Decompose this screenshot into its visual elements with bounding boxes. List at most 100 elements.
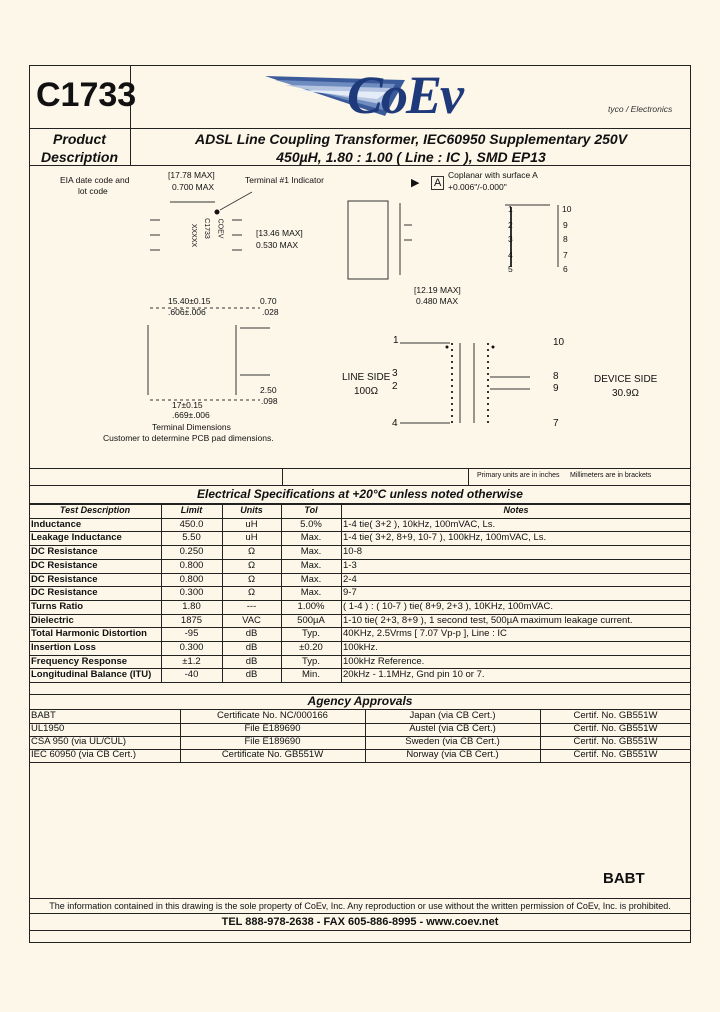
side-pin-9: 9 [563, 220, 568, 230]
spec-test-name: DC Resistance [31, 587, 98, 599]
spec-value: 1.00% [297, 600, 325, 612]
agency-name: Austel (via CB Cert.) [409, 723, 496, 734]
description-label: Description [40, 149, 118, 165]
pad-a-in: .028 [262, 307, 279, 317]
dim-top-mm: [17.78 MAX] [168, 170, 215, 180]
specs-row-rule [29, 517, 691, 519]
copyright-notice: The information contained in this drawin… [49, 901, 671, 911]
spec-notes: 10-8 [343, 546, 363, 558]
side-pin-5: 5 [508, 264, 513, 274]
side-pin-3: 3 [508, 234, 513, 244]
marking-part: C1733 [202, 218, 210, 239]
spec-value: -95 [184, 628, 199, 640]
units-rule-bottom [29, 485, 691, 486]
agency-name: BABT [31, 710, 56, 721]
coplanar-note: Coplanar with surface A [448, 170, 538, 180]
specs-row-rule [29, 558, 691, 560]
logo-swoosh-icon [265, 76, 405, 116]
agency-certificate: File E189690 [244, 736, 301, 747]
side-pin-7: 7 [563, 250, 568, 260]
units-note-inches: Primary units are in inches [477, 472, 560, 479]
agency-column-rule [540, 710, 541, 762]
pad-a-mm: 0.70 [260, 296, 277, 306]
spec-value: Max. [300, 587, 322, 599]
spec-test-name: Turns Ratio [31, 600, 84, 612]
side-view-outline [347, 200, 559, 280]
spec-value: dB [245, 669, 258, 681]
agency-certificate: Certif. No. GB551W [573, 723, 658, 734]
agency-certificate: File E189690 [244, 723, 301, 734]
spec-value: 1875 [180, 614, 203, 626]
spec-test-name: Longitudinal Balance (ITU) [31, 669, 152, 681]
spec-value: --- [246, 600, 257, 612]
footer-rule-3 [29, 930, 691, 931]
spec-notes: 1-3 [343, 559, 357, 571]
side-pin-2: 2 [508, 220, 513, 230]
spec-value: Ω [247, 559, 256, 571]
spec-notes: 1-4 tie( 3+2 ), 10kHz, 100mVAC, Ls. [343, 518, 496, 530]
agency-certificate: Certif. No. GB551W [573, 749, 658, 760]
agency-row-rule [29, 723, 691, 724]
pad-width-in: .606±.006 [168, 307, 206, 317]
schem-pin-8: 8 [553, 371, 559, 382]
agency-row-rule [29, 762, 691, 763]
specs-title-rule [29, 503, 691, 504]
spec-test-name: DC Resistance [31, 559, 98, 571]
top-view-outline [150, 191, 253, 251]
specs-row-rule [29, 641, 691, 642]
specs-title: Electrical Specifications at +20°C unles… [197, 487, 523, 501]
agency-certificate: Certificate No. GB551W [221, 749, 324, 760]
pad-b-in: .098 [261, 396, 278, 406]
datum-arrow-icon: ▶ [411, 177, 420, 189]
schem-pin-7: 7 [553, 418, 559, 429]
spec-value: Min. [302, 669, 320, 681]
pad-width-mm: 15.40±0.15 [168, 296, 211, 306]
agency-column-rule [365, 710, 366, 762]
spec-value: Ω [247, 573, 256, 585]
spec-value: dB [245, 655, 258, 667]
side-pin-8: 8 [563, 234, 568, 244]
spec-test-name: Inductance [31, 518, 82, 530]
specs-row-rule [29, 627, 691, 629]
spec-value: dB [245, 628, 258, 640]
agency-row-rule [29, 749, 691, 750]
schem-pin-3: 3 [392, 368, 398, 379]
spec-value: Typ. [302, 655, 320, 667]
logo-text: CoEv [347, 65, 464, 125]
side-pin-6: 6 [563, 264, 568, 274]
spec-notes: 1-4 tie( 3+2, 8+9, 10-7 ), 100kHz, 100mV… [343, 532, 547, 544]
spec-notes: 40KHz, 2.5Vrms [ 7.07 Vp-p ], Line : IC [343, 628, 507, 640]
spec-notes: 100kHz Reference. [343, 655, 425, 667]
dim-top-in: 0.700 MAX [172, 182, 215, 192]
units-rule-top [29, 468, 691, 469]
pad-b-mm: 2.50 [260, 385, 277, 395]
agency-name: Japan (via CB Cert.) [409, 710, 496, 721]
side-pin-1: 1 [508, 204, 513, 214]
agency-name: Sweden (via CB Cert.) [405, 736, 500, 747]
spec-test-name: Total Harmonic Distortion [31, 628, 147, 640]
spec-value: 0.800 [179, 573, 204, 585]
spec-value: uH [245, 518, 258, 530]
spec-value: 0.300 [179, 587, 204, 599]
product-title: ADSL Line Coupling Transformer, IEC60950… [194, 131, 628, 147]
specs-column-rule [161, 504, 162, 683]
dim-height-in: 0.480 MAX [416, 296, 459, 306]
dim-height-mm: [12.19 MAX] [414, 285, 461, 295]
schem-pin-1: 1 [393, 335, 399, 346]
specs-row-rule [29, 654, 691, 656]
specs-row-rule [29, 504, 691, 505]
marking-brand: COEV [216, 218, 224, 239]
company-logo: CoEv [265, 65, 565, 126]
agency-title: Agency Approvals [307, 694, 413, 708]
agency-name: UL1950 [31, 723, 65, 734]
spec-value: Ω [247, 587, 256, 599]
product-label: Product [53, 131, 106, 147]
spec-notes: 20kHz - 1.1MHz, Gnd pin 10 or 7. [343, 669, 485, 681]
spec-notes: 9-7 [343, 587, 357, 599]
spec-value: Max. [300, 559, 322, 571]
specs-row-rule [29, 572, 691, 574]
spec-value: 500µA [297, 614, 325, 626]
specs-column-header: Units [240, 505, 263, 515]
product-subtitle: 450µH, 1.80 : 1.00 ( Line : IC ), SMD EP… [276, 149, 546, 165]
lot-code-label: lot code [78, 186, 108, 196]
